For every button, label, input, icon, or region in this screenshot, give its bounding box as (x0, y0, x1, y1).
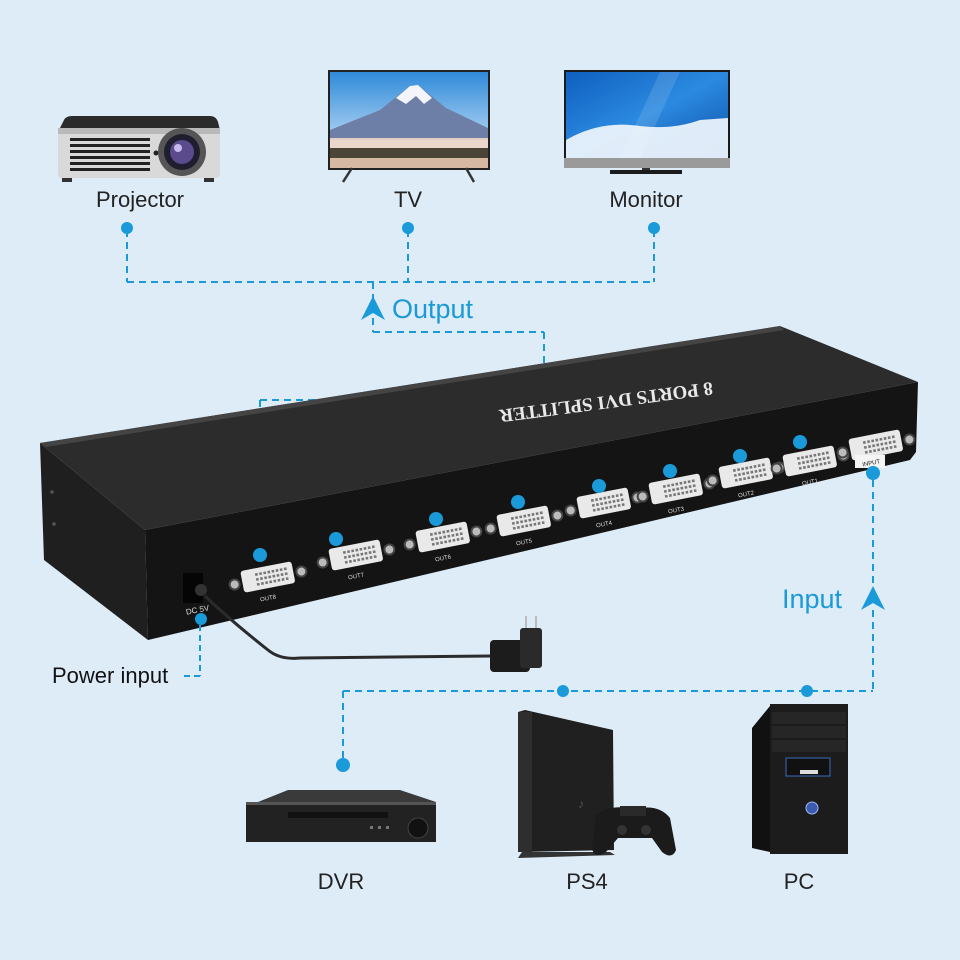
ps4-console-icon: ♪ (518, 710, 676, 858)
dvi-output-port (564, 487, 644, 519)
pc-tower-icon (752, 704, 848, 854)
dvi-output-port (228, 561, 308, 593)
input-connection-dots (336, 685, 813, 772)
input-arrow-icon (861, 586, 885, 610)
dvi-output-port (484, 505, 564, 537)
output-connection-dots (121, 222, 660, 234)
power-adapter-icon (490, 616, 542, 672)
output-device-label-monitor: Monitor (609, 187, 683, 212)
port-connection-dots (195, 435, 880, 625)
input-device-label-ps4: PS4 (566, 869, 608, 894)
dvr-icon (246, 790, 436, 842)
port-label: OUT5 (516, 538, 534, 547)
dvi-output-port (316, 539, 396, 571)
port-label: OUT6 (435, 554, 453, 563)
output-flow-label: Output (392, 294, 474, 324)
output-arrow-icon (361, 296, 385, 320)
port-label: OUT3 (668, 506, 686, 515)
projector-icon (58, 116, 220, 182)
port-label: OUT2 (738, 490, 756, 499)
power-cable (203, 594, 491, 660)
dvi-output-port (770, 445, 850, 477)
input-device-label-pc: PC (783, 869, 815, 894)
power-connection-line (184, 625, 201, 677)
dvi-output-port (403, 521, 483, 553)
input-connection-lines (342, 480, 874, 762)
port-label: OUT1 (802, 478, 820, 487)
tv-icon (328, 70, 490, 183)
input-flow-label: Input (782, 584, 843, 614)
port-label: OUT8 (260, 594, 278, 603)
monitor-icon (564, 70, 730, 174)
power-input-label: Power input (52, 663, 169, 688)
port-label: OUT7 (348, 572, 366, 581)
dvi-port-row: OUT8 OUT7 OUT6 OUT5 OUT4 OUT3 OUT2 OUT1 (228, 429, 916, 603)
dvi-output-port (636, 473, 716, 505)
output-device-label-projector: Projector (95, 187, 185, 212)
input-port-label-plate (855, 455, 885, 468)
output-device-label-tv: TV (393, 187, 423, 212)
dvi-input-port (836, 429, 916, 461)
dc-power-jack (183, 573, 207, 603)
input-port-label: INPUT (862, 459, 881, 468)
input-device-label-dvr: DVR (317, 869, 365, 894)
port-label: OUT4 (596, 520, 614, 529)
svg-text:♪: ♪ (578, 797, 584, 811)
